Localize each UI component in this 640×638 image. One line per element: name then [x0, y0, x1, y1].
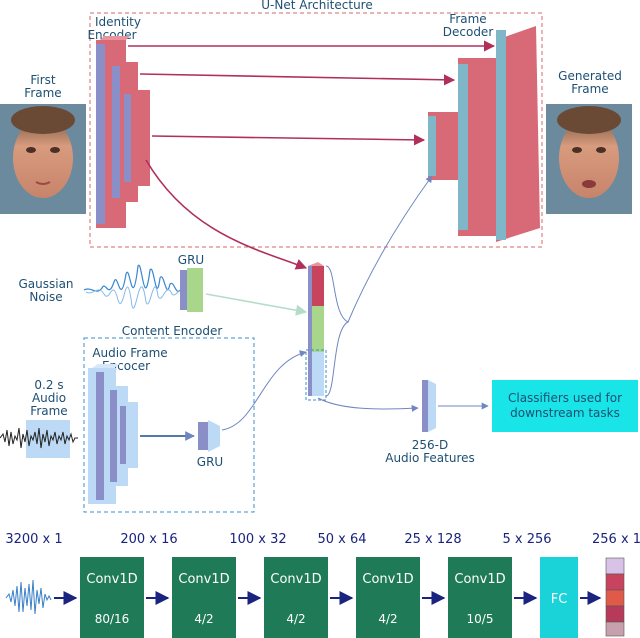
identity-encoder: [96, 36, 150, 228]
unet-title: U-Net Architecture: [261, 0, 372, 12]
gru-audio-label: GRU: [197, 455, 223, 469]
input-waveform-icon: [5, 579, 52, 615]
content-encoder-dashed-box: [83, 337, 255, 513]
output-vector: [605, 557, 625, 637]
unet-dashed-box: [89, 12, 543, 248]
fc-block: FC: [540, 557, 578, 638]
gaussian-noise-label-2: Noise: [29, 290, 62, 304]
dim-label: 50 x 64: [317, 532, 366, 547]
conv-block-3: Conv1D 4/2: [264, 557, 328, 638]
classifiers-label-2: downstream tasks: [510, 406, 620, 420]
generated-frame-label: Generated: [558, 69, 622, 83]
content-encoder-label: Content Encoder: [122, 324, 223, 338]
audio-waveform-icon: [0, 427, 78, 449]
concat-to-features-arrow: [317, 397, 419, 412]
audio-input-label: 0.2 s: [34, 378, 63, 392]
skip-connections: [128, 40, 496, 270]
svg-text:Conv1D: Conv1D: [270, 572, 321, 587]
noise-waveform-icon: [83, 264, 181, 292]
dim-label: 25 x 128: [404, 532, 461, 547]
generated-frame-label-2: Frame: [571, 82, 608, 96]
frame-decoder-label-2: Decoder: [443, 25, 494, 39]
dim-label: 3200 x 1: [5, 532, 62, 547]
first-frame-label: First: [30, 73, 56, 87]
dim-label: 200 x 16: [120, 532, 177, 547]
concat-feature-column: [305, 262, 327, 401]
svg-text:4/2: 4/2: [378, 612, 397, 626]
audio-features-label: 256-D: [412, 438, 448, 452]
gru-noise-block: [180, 268, 203, 312]
audio-frame-encoder: [88, 364, 138, 504]
svg-text:Conv1D: Conv1D: [362, 572, 413, 587]
audio-frame-encoder-label: Audio Frame: [92, 346, 167, 360]
svg-text:4/2: 4/2: [194, 612, 213, 626]
classifiers-box: [492, 380, 638, 432]
dim-label: 5 x 256: [502, 532, 551, 547]
conv-block-1: Conv1D 80/16: [80, 557, 144, 638]
classifiers-label: Classifiers used for: [508, 391, 622, 405]
gaussian-noise-label: Gaussian: [18, 277, 73, 291]
svg-text:FC: FC: [551, 592, 568, 607]
gru-noise-label: GRU: [178, 253, 204, 267]
svg-text:80/16: 80/16: [95, 612, 130, 626]
audio-input-label-3: Frame: [30, 404, 67, 418]
frame-decoder-label: Frame: [449, 12, 486, 26]
audio-features-label-2: Audio Features: [385, 451, 475, 465]
dimension-labels: 3200 x 1 200 x 16 100 x 32 50 x 64 25 x …: [5, 532, 640, 547]
concat-brace: [325, 265, 350, 397]
first-frame-image: [0, 104, 86, 214]
frame-decoder: [428, 26, 540, 242]
svg-text:Conv1D: Conv1D: [454, 572, 505, 587]
svg-text:Conv1D: Conv1D: [86, 572, 137, 587]
dim-label: 100 x 32: [229, 532, 286, 547]
first-frame-label-2: Frame: [24, 86, 61, 100]
gru-audio-block: [198, 420, 220, 452]
svg-text:10/5: 10/5: [467, 612, 494, 626]
audio-features-block: [422, 380, 436, 432]
noise-to-concat-arrow: [205, 293, 308, 316]
generated-frame-image: [546, 104, 632, 214]
svg-text:Conv1D: Conv1D: [178, 572, 229, 587]
dim-label: 256 x 1: [592, 532, 640, 547]
conv-block-2: Conv1D 4/2: [172, 557, 236, 638]
conv-block-4: Conv1D 4/2: [356, 557, 420, 638]
conv-block-5: Conv1D 10/5: [448, 557, 512, 638]
svg-text:4/2: 4/2: [286, 612, 305, 626]
audio-input-label-2: Audio: [32, 391, 66, 405]
gru-to-concat-arrow: [221, 350, 307, 431]
identity-encoder-label: Identity: [95, 15, 141, 29]
concat-to-decoder-arrow: [347, 175, 433, 323]
